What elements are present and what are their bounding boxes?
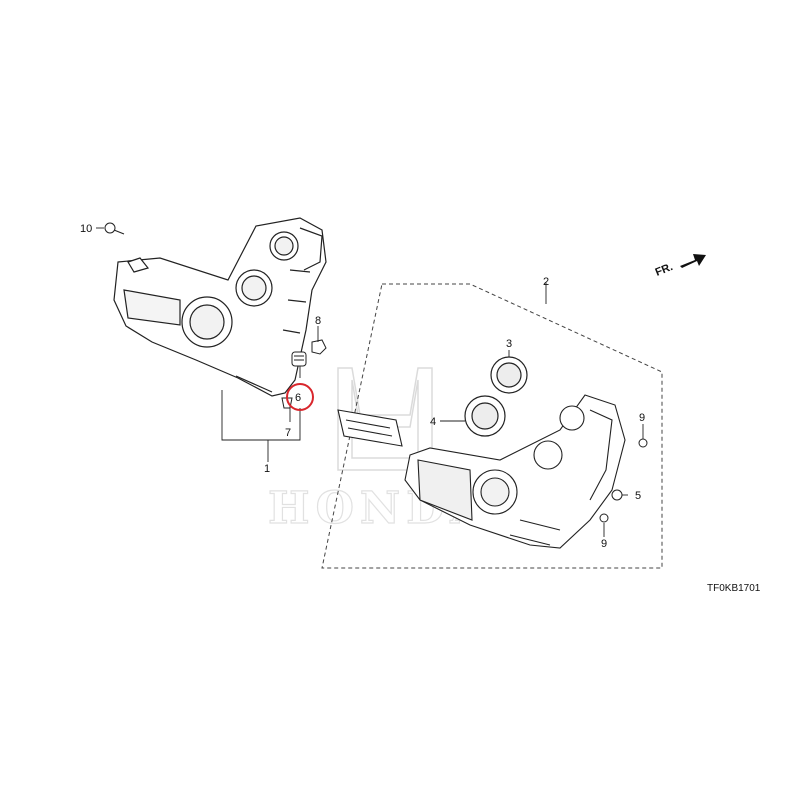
front-label: FR. [654, 261, 675, 279]
knob-part-4 [464, 395, 506, 437]
callout-1: 1 [264, 463, 270, 475]
callout-6: 6 [295, 392, 301, 404]
assembly-2-boundary [321, 283, 663, 569]
front-arrow-icon [680, 254, 706, 268]
screw-part-9-upper [638, 438, 648, 448]
screw-part-10 [104, 222, 125, 235]
knob-part-3 [490, 356, 528, 394]
callout-9-lower: 9 [601, 538, 607, 550]
callout-2: 2 [543, 276, 549, 288]
leader-lines [96, 227, 644, 537]
clip-part-6 [291, 351, 307, 367]
callout-10: 10 [80, 223, 92, 235]
front-direction-indicator: FR. [654, 254, 706, 279]
diagram-code: TF0KB1701 [707, 583, 761, 594]
callout-7: 7 [285, 427, 291, 439]
highlight-circle [286, 383, 314, 411]
center-panel-part [113, 217, 327, 397]
screw-part-9-lower [599, 513, 609, 523]
heater-control-unit [404, 394, 626, 549]
screw-part-5 [611, 489, 623, 501]
callout-4: 4 [430, 416, 436, 428]
callout-9-upper: 9 [639, 412, 645, 424]
callout-3: 3 [506, 338, 512, 350]
callout-5: 5 [635, 490, 641, 502]
callout-8: 8 [315, 315, 321, 327]
switch-panel [337, 409, 403, 447]
nut-part-8 [311, 339, 327, 355]
